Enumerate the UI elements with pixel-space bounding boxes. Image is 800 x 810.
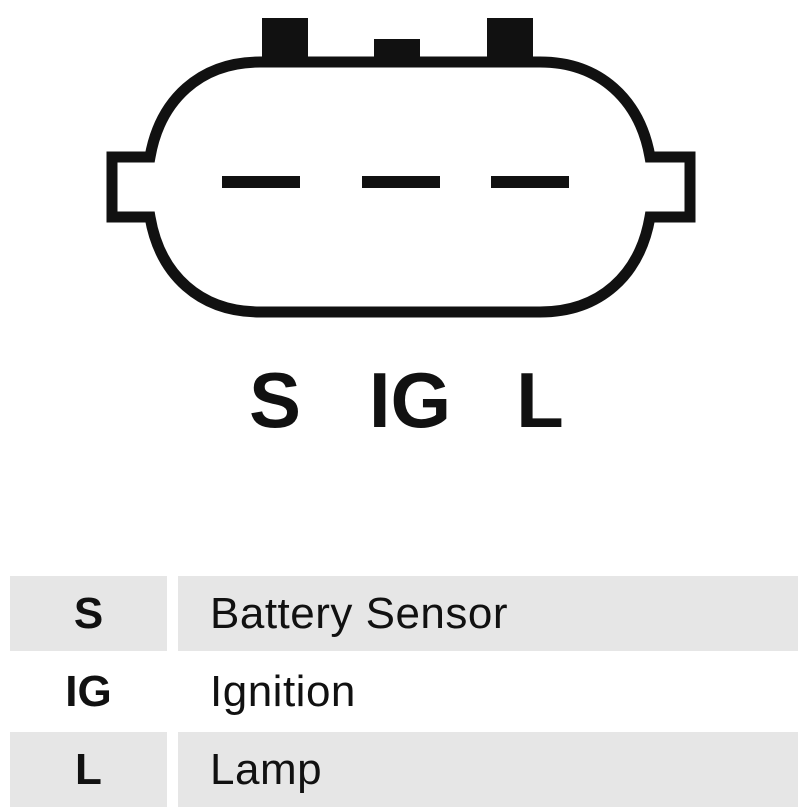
- legend-row-ig: IG Ignition: [10, 654, 798, 729]
- pin-letter-ig: IG: [368, 356, 452, 444]
- legend-row-l: L Lamp: [10, 732, 798, 807]
- connector-pins: [222, 176, 569, 188]
- legend-code: IG: [65, 666, 112, 716]
- pin-letter-row: S IG L: [0, 350, 800, 450]
- connector-tab-right: [487, 18, 533, 63]
- connector-tab-left: [262, 18, 308, 63]
- pin-terminal-l: [491, 176, 569, 188]
- legend-row-s: S Battery Sensor: [10, 576, 798, 651]
- legend-description: Battery Sensor: [178, 576, 798, 651]
- legend-code: S: [10, 576, 167, 651]
- legend-description: Lamp: [178, 732, 798, 807]
- legend-description: Ignition: [210, 666, 356, 716]
- pin-terminal-ig: [362, 176, 440, 188]
- pin-letter-s: S: [248, 356, 302, 444]
- legend-gap: [167, 576, 178, 651]
- pin-legend-table: S Battery Sensor IG Ignition L Lamp: [10, 576, 798, 810]
- legend-gap: [167, 732, 178, 807]
- connector-locking-tabs: [262, 18, 533, 63]
- connector-diagram: [106, 18, 696, 318]
- pin-letter-l: L: [516, 356, 564, 444]
- legend-gap: [167, 654, 178, 729]
- legend-code: L: [10, 732, 167, 807]
- pin-terminal-s: [222, 176, 300, 188]
